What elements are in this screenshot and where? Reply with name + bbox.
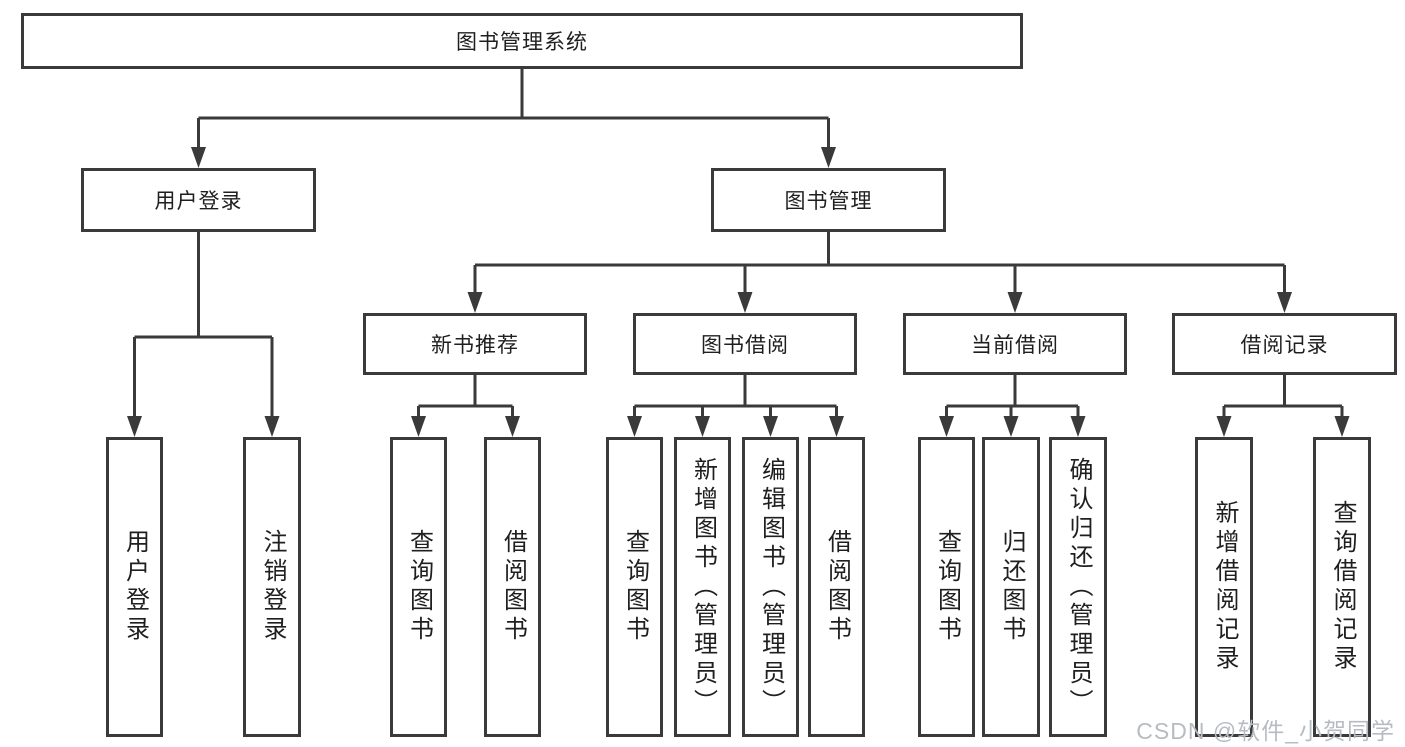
leaf-query-book-current-label: 查询图书 <box>933 529 961 645</box>
leaf-add-book-admin: 新增图书（管理员） <box>674 437 731 737</box>
node-root-label: 图书管理系统 <box>456 31 588 54</box>
arrowhead <box>191 147 206 168</box>
leaf-add-borrow-record-label: 新增借阅记录 <box>1211 500 1238 674</box>
leaf-borrow-book-recommend: 借阅图书 <box>484 437 541 737</box>
node-borrow-records-label: 借阅记录 <box>1240 334 1329 357</box>
arrowhead <box>763 416 778 437</box>
arrowhead <box>737 292 753 313</box>
arrowhead <box>127 416 142 437</box>
arrowhead <box>467 292 483 313</box>
arrowhead <box>695 416 710 437</box>
node-current-borrow: 当前借阅 <box>903 313 1127 375</box>
leaf-logout: 注销登录 <box>243 437 301 737</box>
node-new-book-recommend: 新书推荐 <box>363 313 587 375</box>
leaf-query-book-recommend-label: 查询图书 <box>405 529 433 645</box>
leaf-query-book-recommend: 查询图书 <box>390 437 447 737</box>
watermark: CSDN @软件_小贺同学 <box>1136 718 1395 744</box>
arrowhead <box>939 416 954 437</box>
node-book-borrow-label: 图书借阅 <box>701 334 789 357</box>
arrowhead <box>1216 416 1232 437</box>
connector-lines <box>133 69 1344 418</box>
leaf-confirm-return-admin: 确认归还（管理员） <box>1049 437 1107 737</box>
leaf-logout-label: 注销登录 <box>259 529 286 645</box>
node-user-login-label: 用户登录 <box>154 190 243 213</box>
leaf-confirm-return-admin-label: 确认归还（管理员） <box>1065 456 1092 718</box>
node-borrow-records: 借阅记录 <box>1172 313 1397 375</box>
node-user-login: 用户登录 <box>81 168 316 232</box>
node-root: 图书管理系统 <box>21 13 1023 69</box>
leaf-borrow-book-label: 借阅图书 <box>823 529 851 645</box>
arrowhead <box>1334 416 1350 437</box>
arrowhead <box>1007 292 1023 313</box>
leaf-borrow-book: 借阅图书 <box>808 437 865 737</box>
leaf-user-login: 用户登录 <box>106 437 163 737</box>
leaf-query-borrow-record-label: 查询借阅记录 <box>1329 500 1356 674</box>
leaf-query-book-borrow-label: 查询图书 <box>621 529 649 645</box>
arrowhead <box>829 416 844 437</box>
arrowhead <box>264 416 280 437</box>
arrowhead <box>821 147 836 168</box>
leaf-borrow-book-recommend-label: 借阅图书 <box>499 529 527 645</box>
leaf-add-book-admin-label: 新增图书（管理员） <box>689 456 717 718</box>
arrowhead <box>1070 416 1086 437</box>
arrowhead <box>1003 416 1019 437</box>
arrowhead <box>505 416 520 437</box>
node-book-borrow: 图书借阅 <box>633 313 857 375</box>
node-new-book-recommend-label: 新书推荐 <box>431 334 519 357</box>
leaf-edit-book-admin: 编辑图书（管理员） <box>742 437 799 737</box>
leaf-return-book-label: 归还图书 <box>998 529 1025 645</box>
leaf-edit-book-admin-label: 编辑图书（管理员） <box>757 456 785 718</box>
leaf-query-book-borrow: 查询图书 <box>606 437 663 737</box>
arrowhead <box>1277 292 1292 313</box>
leaf-query-borrow-record: 查询借阅记录 <box>1313 437 1371 737</box>
node-current-borrow-label: 当前借阅 <box>971 334 1059 357</box>
arrowhead <box>411 416 426 437</box>
leaf-user-login-label: 用户登录 <box>121 529 149 645</box>
node-book-management: 图书管理 <box>711 168 946 232</box>
node-book-management-label: 图书管理 <box>784 190 873 213</box>
leaf-query-book-current: 查询图书 <box>918 437 975 737</box>
leaf-return-book: 归还图书 <box>982 437 1040 737</box>
leaf-add-borrow-record: 新增借阅记录 <box>1195 437 1253 737</box>
arrowhead <box>627 416 642 437</box>
